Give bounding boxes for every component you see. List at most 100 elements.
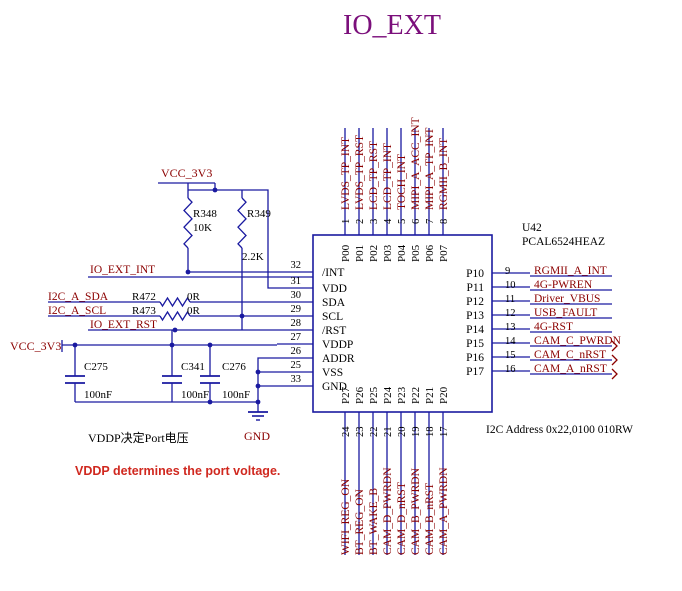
junction-dot [207, 342, 213, 348]
net-label: LVDS_TP_INT [340, 137, 352, 210]
pin-number: 23 [355, 427, 366, 438]
pin-number: 9 [505, 266, 510, 277]
offsheet-arrow [611, 368, 618, 380]
net-label: LVDS_TP_RST [354, 135, 366, 210]
pin-number: 21 [383, 427, 394, 438]
pin-name: P06 [424, 244, 436, 262]
pin-name: P26 [354, 386, 366, 404]
pin-name: P15 [466, 338, 484, 350]
pin-name: P21 [424, 387, 436, 404]
resistor-value: 2.2K [242, 251, 264, 263]
junction-dot [72, 342, 78, 348]
addr-wire [257, 357, 277, 402]
resistor-ref: R349 [247, 208, 271, 220]
net-label: CAM_D_nRST [396, 482, 408, 555]
pin-number: 22 [369, 427, 380, 438]
resistor-ref: R348 [193, 208, 217, 220]
net-label: CAM_C_nRST [534, 349, 606, 361]
pin-number: 10 [505, 280, 516, 291]
pin-name: P02 [368, 245, 380, 262]
junction-dot [255, 383, 261, 389]
vdd-wire [242, 189, 277, 289]
pin-number: 31 [291, 276, 302, 287]
resistor-value: 0R [187, 291, 201, 303]
resistor-R348 [183, 197, 193, 249]
pin-name: VDD [322, 283, 347, 295]
pin-number: 26 [291, 346, 302, 357]
pin-name: P17 [466, 366, 484, 378]
net-label: CAM_B_nRST [424, 483, 436, 555]
pin-name: P03 [382, 244, 394, 262]
net-label: 4G-RST [534, 321, 573, 333]
pin-name: P11 [467, 282, 485, 294]
pin-number: 2 [355, 219, 366, 224]
junction-dot [172, 327, 178, 333]
pin-number: 24 [341, 426, 352, 437]
net-label: LCD_TP_INT [382, 143, 394, 210]
pin-name: /RST [322, 325, 346, 337]
net-label: RGMII_A_INT [534, 265, 607, 277]
diagram-title: IO_EXT [343, 10, 441, 41]
pin-name: P16 [466, 352, 484, 364]
pin-name: SCL [322, 311, 343, 323]
net-label: USB_FAULT [534, 307, 597, 319]
pin-number: 4 [383, 218, 394, 224]
vcc-label-left: VCC_3V3 [10, 339, 61, 353]
pin-name: /INT [322, 267, 344, 279]
pin-name: P07 [438, 244, 450, 262]
net-label: TOCH_INT [396, 154, 408, 210]
net-label: BT_REG_ON [354, 489, 366, 556]
pin-name: P27 [340, 386, 352, 404]
chip-part: PCAL6524HEAZ [522, 236, 605, 248]
pin-number: 14 [505, 336, 516, 347]
pin-number: 12 [505, 308, 516, 319]
resistor-R473 [159, 310, 191, 322]
resistor-ref: R472 [132, 291, 156, 303]
junction-dot [255, 369, 261, 375]
pin-name: P00 [340, 244, 352, 262]
net-label: IO_EXT_INT [90, 264, 155, 276]
net-label: CAM_D_PWRDN [382, 467, 394, 555]
pin-number: 8 [439, 219, 450, 224]
pin-name: P12 [466, 296, 484, 308]
pin-number: 3 [369, 219, 380, 224]
pin-name: P04 [396, 244, 408, 262]
net-label: MIPI_A_ACC_INT [410, 117, 422, 210]
junction-dot [255, 399, 261, 405]
wires [48, 128, 618, 555]
pin-name: P24 [382, 386, 394, 404]
i2c-address: I2C Address 0x22,0100 010RW [486, 424, 633, 436]
pin-number: 6 [411, 219, 422, 224]
pin-number: 28 [291, 318, 302, 329]
pin-name: VDDP [322, 339, 353, 351]
pin-name: VSS [322, 367, 343, 379]
chip-ref: U42 [522, 222, 542, 234]
offsheet-arrow [611, 340, 618, 352]
junction-dot [212, 187, 218, 193]
net-label: CAM_A_PWRDN [438, 467, 450, 555]
pin-name: P23 [396, 386, 408, 404]
pin-number: 30 [291, 290, 302, 301]
junction-dot [185, 269, 191, 275]
pin-number: 13 [505, 322, 516, 333]
pin-number: 1 [341, 219, 352, 224]
pin-number: 29 [291, 304, 302, 315]
pin-name: P05 [410, 244, 422, 262]
pin-number: 25 [291, 360, 302, 371]
capacitor-ref: C276 [222, 361, 246, 373]
capacitor-value: 100nF [84, 389, 112, 401]
capacitor-ref: C341 [181, 361, 205, 373]
pin-name: P20 [438, 386, 450, 404]
pin-name: P25 [368, 386, 380, 404]
note-chinese: VDDP决定Port电压 [88, 430, 189, 445]
marks [65, 187, 493, 421]
pin-number: 18 [425, 427, 436, 438]
offsheet-arrow [611, 354, 618, 366]
pin-number: 27 [291, 332, 302, 343]
capacitor-value: 100nF [181, 389, 209, 401]
net-label: IO_EXT_RST [90, 319, 157, 331]
pin-number: 33 [291, 374, 302, 385]
net-label: MIPI_A_TP_INT [424, 128, 436, 210]
gnd-label: GND [244, 429, 270, 443]
pin-number: 20 [397, 427, 408, 438]
